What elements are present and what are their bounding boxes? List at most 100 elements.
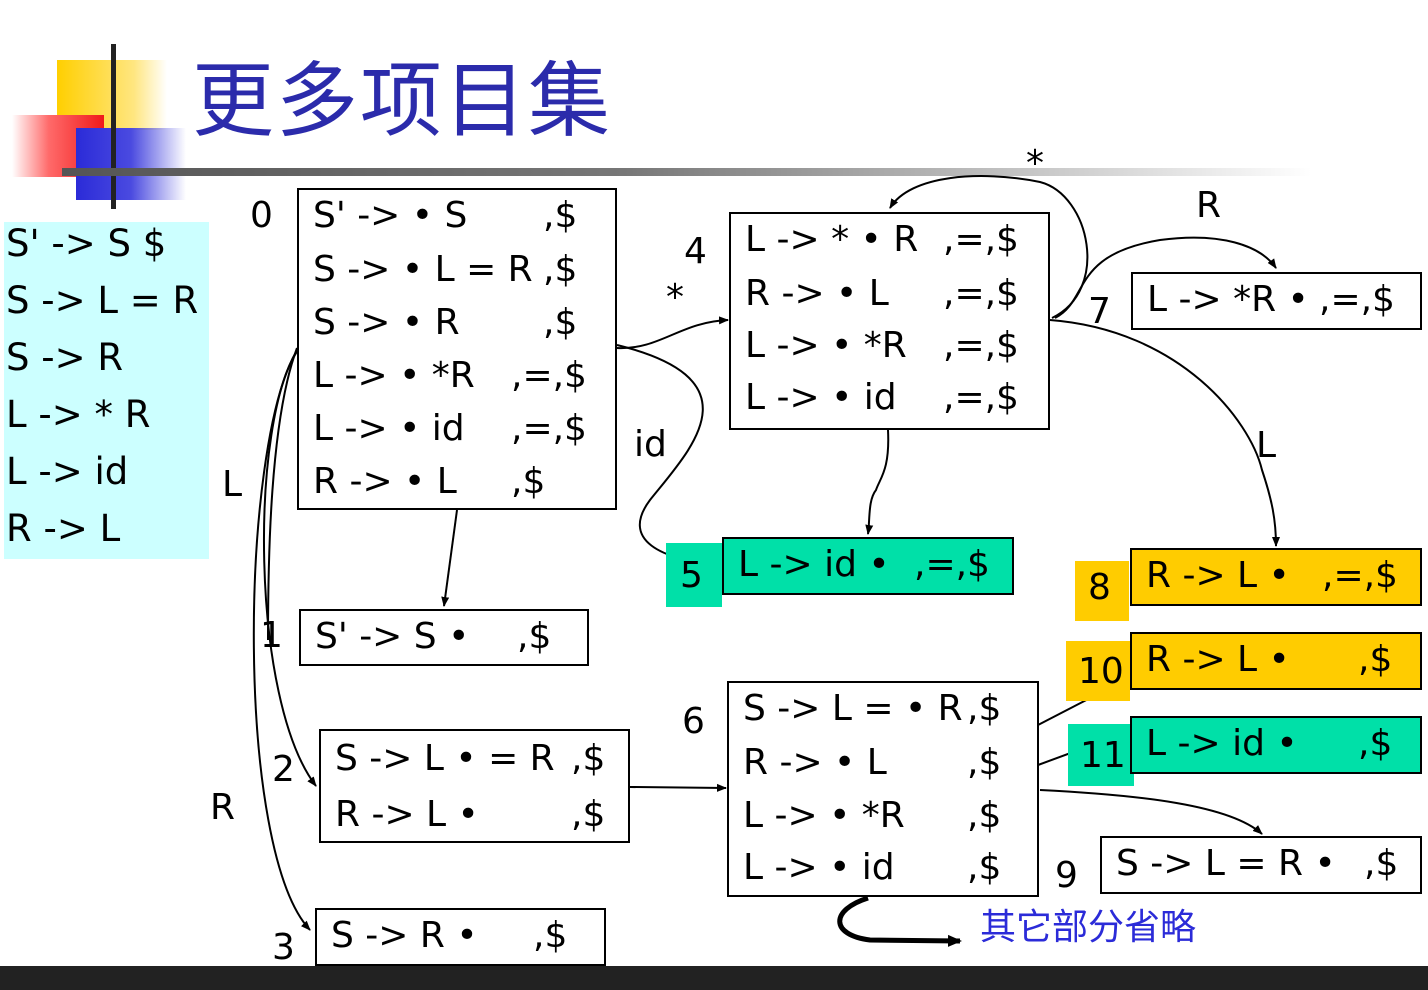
bottom-bar bbox=[0, 966, 1428, 990]
edge-label-r: R bbox=[210, 787, 236, 828]
lookahead: ,=,$ bbox=[914, 544, 990, 585]
edge-0-1 bbox=[441, 509, 458, 607]
state-number: 6 bbox=[682, 701, 705, 742]
state-10-box: R -> L • ,$ bbox=[1130, 632, 1422, 690]
lookahead: ,$ bbox=[543, 195, 578, 236]
item: S -> L • = R bbox=[335, 738, 555, 779]
lookahead: ,$ bbox=[967, 795, 1002, 836]
item: L -> *R • bbox=[1147, 279, 1309, 320]
item: L -> * • R bbox=[745, 219, 919, 260]
edge-0-4 bbox=[616, 316, 729, 350]
lookahead: ,$ bbox=[1358, 639, 1393, 680]
item: S -> • R bbox=[313, 302, 460, 343]
edge-label-id: id bbox=[634, 424, 667, 465]
edge-0-5 bbox=[616, 344, 723, 569]
grammar-rule: L -> id bbox=[6, 450, 129, 493]
lookahead: ,$ bbox=[533, 915, 568, 956]
state-0-box: S' -> • S ,$ S -> • L = R ,$ S -> • R ,$… bbox=[297, 188, 617, 510]
edge-6-9 bbox=[1039, 789, 1263, 835]
lookahead: ,$ bbox=[967, 847, 1002, 888]
state-number: 11 bbox=[1080, 735, 1126, 776]
state-number: 0 bbox=[250, 195, 273, 236]
omitted-note: 其它部分省略 bbox=[980, 907, 1197, 948]
state-number: 2 bbox=[272, 749, 295, 790]
edge-4-8 bbox=[1049, 319, 1280, 547]
item: L -> • id bbox=[745, 377, 897, 418]
state-8-tag bbox=[1075, 561, 1129, 621]
lookahead: ,$ bbox=[517, 616, 552, 657]
edge-4-4 bbox=[889, 175, 1089, 319]
state-11-tag bbox=[1068, 724, 1134, 786]
state-2-box: S -> L • = R ,$ R -> L • ,$ bbox=[319, 729, 630, 843]
edge-label-r-4-7: R bbox=[1196, 185, 1222, 226]
lookahead: ,$ bbox=[967, 688, 1002, 729]
item: R -> L • bbox=[1146, 555, 1290, 596]
item: S -> L = R • bbox=[1116, 843, 1336, 884]
item: R -> • L bbox=[313, 461, 457, 502]
lookahead: ,$ bbox=[543, 302, 578, 343]
item: R -> • L bbox=[743, 742, 887, 783]
lookahead: ,$ bbox=[571, 794, 606, 835]
state-9-box: S -> L = R • ,$ bbox=[1100, 836, 1422, 894]
state-number: 1 bbox=[260, 615, 283, 656]
item: R -> L • bbox=[335, 794, 479, 835]
lookahead: ,=,$ bbox=[511, 408, 587, 449]
state-7-box: L -> *R • ,=,$ bbox=[1131, 272, 1422, 330]
item: L -> id • bbox=[1146, 723, 1298, 764]
state-4-box: L -> * • R ,=,$ R -> • L ,=,$ L -> • *R … bbox=[729, 212, 1050, 430]
lookahead: ,=,$ bbox=[943, 377, 1019, 418]
edge-label-l-4-8: L bbox=[1256, 425, 1277, 466]
title-rule bbox=[62, 168, 1312, 176]
item: S' -> S • bbox=[315, 616, 470, 657]
state-5-box: L -> id • ,=,$ bbox=[722, 537, 1014, 595]
item: L -> • *R bbox=[313, 355, 475, 396]
item: L -> id • bbox=[738, 544, 890, 585]
state-1-box: S' -> S • ,$ bbox=[299, 609, 589, 666]
slide-title: 更多项目集 bbox=[192, 54, 613, 149]
lookahead: ,$ bbox=[1364, 843, 1399, 884]
state-number: 8 bbox=[1088, 567, 1111, 608]
item: L -> • id bbox=[313, 408, 465, 449]
edge-label-star-loop: * bbox=[1026, 143, 1044, 184]
state-5-tag bbox=[666, 543, 722, 607]
edge-0-extra bbox=[267, 347, 298, 641]
grammar-rule: S' -> S $ bbox=[6, 222, 167, 265]
note-arrow bbox=[837, 895, 962, 947]
state-number: 9 bbox=[1055, 855, 1078, 896]
item: R -> L • bbox=[1146, 639, 1290, 680]
item: L -> • *R bbox=[745, 325, 907, 366]
lookahead: ,$ bbox=[571, 738, 606, 779]
edge-4-7 bbox=[1054, 236, 1277, 319]
decor-vertical-line bbox=[111, 44, 116, 209]
lookahead: ,$ bbox=[543, 249, 578, 290]
state-11-box: L -> id • ,$ bbox=[1130, 716, 1422, 774]
edge-0-3 bbox=[252, 351, 311, 931]
lookahead: ,=,$ bbox=[943, 325, 1019, 366]
lookahead: ,$ bbox=[511, 461, 546, 502]
grammar-rule: L -> * R bbox=[6, 393, 151, 436]
grammar-rule: S -> R bbox=[6, 336, 124, 379]
lookahead: ,=,$ bbox=[943, 219, 1019, 260]
lookahead: ,$ bbox=[1358, 723, 1393, 764]
item: S -> R • bbox=[331, 915, 478, 956]
item: S -> L = • R bbox=[743, 688, 963, 729]
item: R -> • L bbox=[745, 273, 889, 314]
state-number: 4 bbox=[684, 231, 707, 272]
lookahead: ,=,$ bbox=[511, 355, 587, 396]
state-6-box: S -> L = • R ,$ R -> • L ,$ L -> • *R ,$… bbox=[727, 681, 1039, 897]
lookahead: ,=,$ bbox=[943, 273, 1019, 314]
state-3-box: S -> R • ,$ bbox=[315, 908, 606, 966]
state-number: 10 bbox=[1078, 651, 1124, 692]
edge-2-6 bbox=[629, 783, 727, 792]
item: L -> • id bbox=[743, 847, 895, 888]
lookahead: ,=,$ bbox=[1319, 279, 1395, 320]
edge-4-5 bbox=[865, 429, 890, 535]
grammar-panel: S' -> S $ S -> L = R S -> R L -> * R L -… bbox=[4, 222, 209, 559]
grammar-rule: S -> L = R bbox=[6, 279, 199, 322]
edge-label-star: * bbox=[666, 277, 684, 318]
item: S -> • L = R bbox=[313, 249, 533, 290]
lookahead: ,$ bbox=[967, 742, 1002, 783]
edge-label-l: L bbox=[222, 464, 243, 505]
grammar-rule: R -> L bbox=[6, 507, 121, 550]
